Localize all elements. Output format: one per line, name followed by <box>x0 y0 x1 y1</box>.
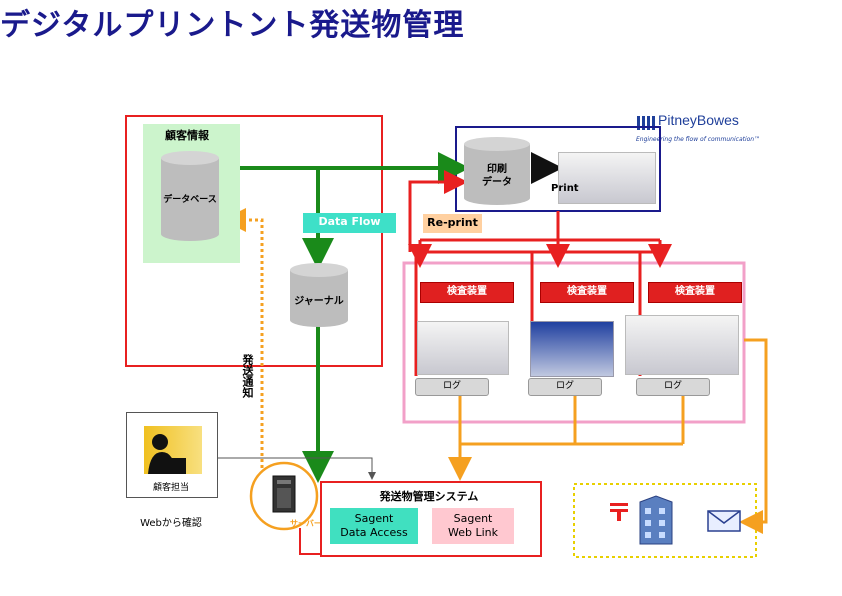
logo-name: PitneyBowes <box>658 112 739 128</box>
printer-image <box>558 152 656 204</box>
inspection-unit-3-label: 検査装置 <box>648 282 742 303</box>
management-system-title: 発送物管理システム <box>379 490 479 503</box>
post-office-icon <box>610 503 628 521</box>
pb-logo-icon <box>637 116 655 130</box>
sagent-web-link-button[interactable]: Sagent Web Link <box>432 508 514 544</box>
logo-tagline: Engineering the flow of communication™ <box>636 136 761 143</box>
inspection-unit-1-label: 検査装置 <box>420 282 514 303</box>
server-icon <box>272 475 296 513</box>
page-title: デジタルプリントント発送物管理 <box>0 8 465 43</box>
inspection-machine-2 <box>530 321 614 377</box>
customer-rep-label: 顧客担当 <box>152 483 189 493</box>
print-label: Print <box>551 183 579 194</box>
inspection-machine-3 <box>625 315 739 375</box>
notification-label: 発送通知 <box>241 354 254 398</box>
building-icon <box>639 495 673 545</box>
sagent-data-access-button[interactable]: Sagent Data Access <box>330 508 418 544</box>
reprint-label: Re-print <box>423 214 482 233</box>
journal-label: ジャーナル <box>294 296 344 307</box>
customer-info-frame <box>125 115 383 367</box>
journal-cylinder <box>290 263 348 327</box>
print-data-label: 印刷 データ <box>482 164 512 188</box>
log-1: ログ <box>415 378 489 396</box>
inspection-machine-1 <box>417 321 509 375</box>
person-icon <box>148 434 186 474</box>
inspection-unit-2-label: 検査装置 <box>540 282 634 303</box>
log-2: ログ <box>528 378 602 396</box>
pitney-bowes-logo: PitneyBowes Engineering the flow of comm… <box>636 112 766 148</box>
log-3: ログ <box>636 378 710 396</box>
mail-icon <box>707 510 741 532</box>
database-label: データベース <box>163 195 217 205</box>
server-highlight <box>249 461 319 531</box>
customer-info-label: 顧客情報 <box>165 129 209 142</box>
database-cylinder <box>161 151 219 241</box>
data-flow-label: Data Flow <box>303 213 396 233</box>
print-data-cylinder <box>464 137 530 205</box>
web-confirm-label: Webから確認 <box>140 518 202 529</box>
server-label: サーバー <box>290 519 322 528</box>
